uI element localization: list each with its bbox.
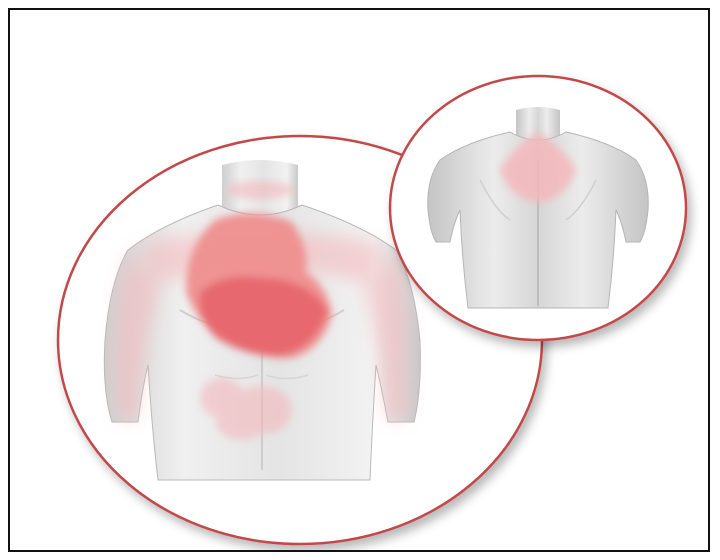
figure-frame bbox=[8, 8, 710, 552]
pain-area-neck bbox=[226, 181, 294, 199]
back-view-group bbox=[390, 76, 686, 340]
pain-radiation-diagram bbox=[10, 10, 710, 552]
